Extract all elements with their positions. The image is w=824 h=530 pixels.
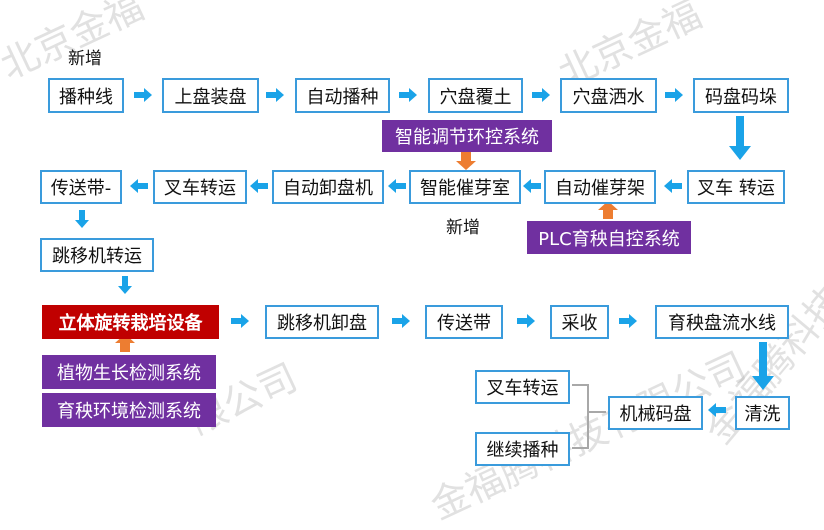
arrow-r2-3: [388, 179, 406, 193]
arrow-r2-2: [523, 179, 541, 193]
arrow-r2-1: [664, 179, 682, 193]
step-auto-sowing: 自动播种: [295, 78, 390, 113]
arrow-r1-2: [266, 88, 284, 102]
step-conveyor-2: 传送带: [425, 305, 503, 339]
step-germination-rack: 自动催芽架: [544, 170, 656, 204]
arrow-r1-4: [532, 88, 550, 102]
arrow-r2-5: [130, 179, 148, 193]
step-harvest: 采收: [550, 305, 609, 339]
step-forklift-1: 叉车转运: [153, 170, 247, 204]
step-wash: 清洗: [735, 396, 790, 430]
step-watering: 穴盘洒水: [560, 78, 657, 113]
smart-env-control-system: 智能调节环控系统: [382, 120, 552, 152]
arrow-down-belt: [75, 210, 89, 228]
arrow-down-line: [752, 342, 774, 390]
arrow-r3-2: [392, 314, 410, 328]
arrow-r1-1: [134, 88, 152, 102]
arrow-r3-3: [517, 314, 535, 328]
arrow-r1-5: [665, 88, 683, 102]
step-tray-line: 育秧盘流水线: [655, 305, 789, 339]
step-mech-stacking: 机械码盘: [608, 396, 703, 430]
arrow-r2-4: [250, 179, 268, 193]
step-forklift-3: 叉车转运: [475, 370, 570, 404]
arrow-down-jump: [118, 276, 132, 294]
seedling-env-detection: 育秧环境检测系统: [42, 393, 216, 427]
flow-arrows: [75, 88, 774, 449]
step-jump-transfer: 跳移机转运: [40, 238, 154, 272]
new-note-top: 新增: [68, 49, 102, 69]
step-continue-sowing: 继续播种: [475, 432, 570, 466]
new-note-mid: 新增: [446, 218, 480, 238]
arrow-r3-4: [619, 314, 637, 328]
step-jump-unload: 跳移机卸盘: [265, 305, 379, 339]
step-germination-room: 智能催芽室: [409, 170, 521, 204]
split-bracket: [572, 384, 606, 449]
plant-growth-detection: 植物生长检测系统: [42, 355, 216, 389]
arrow-r1-3: [399, 88, 417, 102]
arrow-down-stack: [729, 116, 751, 160]
step-auto-unloader: 自动卸盘机: [272, 170, 384, 204]
step-forklift-2: 叉车 转运: [687, 170, 785, 204]
plc-control-system: PLC育秧自控系统: [527, 221, 691, 254]
step-soil-cover: 穴盘覆土: [428, 78, 523, 113]
arrow-wash-stack: [708, 403, 726, 417]
step-conveyor-1: 传送带-: [40, 170, 122, 204]
arrow-r3-1: [231, 314, 249, 328]
step-rotary-cultivation: 立体旋转栽培设备: [42, 305, 219, 339]
arrow-orange-env: [456, 152, 476, 170]
step-seeding-line: 播种线: [48, 78, 124, 113]
step-stacking: 码盘码垛: [693, 78, 789, 113]
step-tray-loading: 上盘装盘: [162, 78, 259, 113]
